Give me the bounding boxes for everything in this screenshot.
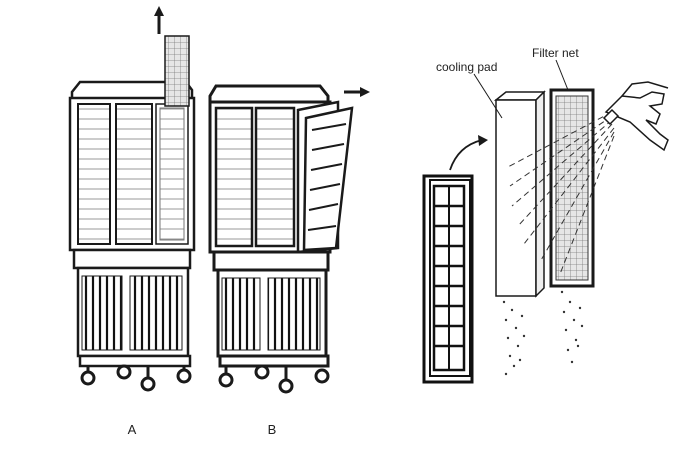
water-spray-icon xyxy=(505,111,615,275)
hand-hose-icon xyxy=(602,81,669,152)
cooling-pad-leader xyxy=(473,73,503,119)
arrow-right-icon xyxy=(344,87,370,97)
unit-b-open-side-panel xyxy=(296,100,354,254)
cooler-unit-a xyxy=(68,35,196,392)
unit-a-lifted-panel xyxy=(164,35,190,107)
filter-net xyxy=(549,88,595,288)
cooler-unit-b xyxy=(208,84,354,394)
curved-arrow-icon xyxy=(449,135,488,171)
pad-frame xyxy=(422,174,474,384)
unit-b-label: B xyxy=(268,422,277,437)
filter-net-label: Filter net xyxy=(532,46,579,60)
water-drops xyxy=(502,290,584,376)
unit-a-label: A xyxy=(128,422,137,437)
arrow-up-icon xyxy=(154,6,164,34)
cooling-pad xyxy=(493,90,546,298)
filter-net-leader xyxy=(555,59,569,91)
cooling-pad-label: cooling pad xyxy=(436,60,497,74)
